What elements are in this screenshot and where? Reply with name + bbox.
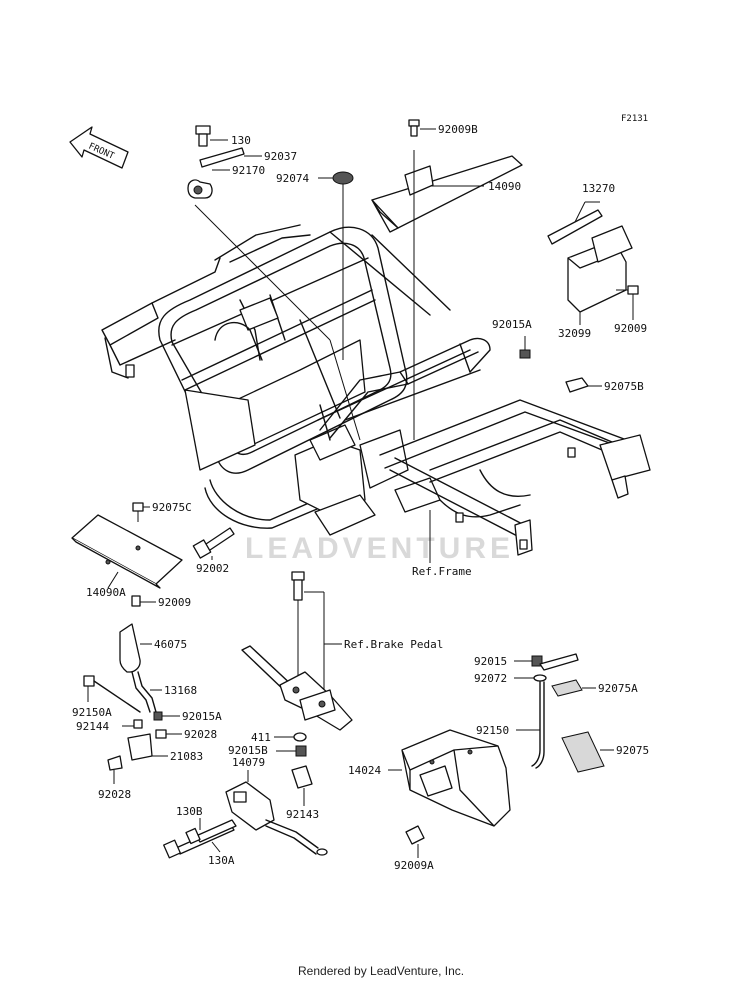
label-92015B: 92015B — [228, 744, 268, 757]
front-arrow-icon: FRONT — [69, 126, 129, 169]
cap-92074-icon — [318, 171, 354, 360]
label-92143: 92143 — [286, 808, 319, 821]
shift-lever-13168-icon — [131, 671, 162, 713]
label-32099: 32099 — [558, 327, 591, 340]
label-14090: 14090 — [488, 180, 521, 193]
label-92075C: 92075C — [152, 501, 192, 514]
label-92028-b: 92028 — [98, 788, 131, 801]
rod-92150-icon — [516, 681, 545, 769]
label-ref-frame: Ref.Frame — [412, 565, 472, 578]
bracket-92037-icon — [199, 147, 262, 168]
frame-assembly — [101, 224, 651, 556]
label-92009B: 92009B — [438, 123, 478, 136]
plate-14090A-icon — [71, 514, 183, 589]
bolt-92002-icon — [192, 527, 235, 560]
bolt-top-brake-icon — [291, 571, 342, 700]
label-92072: 92072 — [474, 672, 507, 685]
label-ref-brake-pedal: Ref.Brake Pedal — [344, 638, 443, 651]
label-92075B: 92075B — [604, 380, 644, 393]
screw-92009A-icon — [405, 825, 425, 858]
label-13270: 13270 — [582, 182, 615, 195]
pad-92075-icon — [561, 731, 614, 773]
label-92002: 92002 — [196, 562, 229, 575]
label-92075: 92075 — [616, 744, 649, 757]
nut-92015-icon — [514, 653, 579, 671]
label-13168: 13168 — [164, 684, 197, 697]
screw-92009-left-icon — [131, 595, 156, 607]
label-46075: 46075 — [154, 638, 187, 651]
label-92075A: 92075A — [598, 682, 638, 695]
figure-code: F2131 — [621, 114, 648, 124]
label-14090A: 14090A — [86, 586, 126, 599]
cap-92028-b-icon — [107, 755, 123, 784]
clip-92144-icon — [122, 719, 143, 729]
cap-92028-a-icon — [155, 729, 182, 739]
lever-14079-icon — [225, 770, 328, 856]
brake-lever-assembly-icon — [241, 645, 353, 731]
label-92015: 92015 — [474, 655, 507, 668]
label-21083: 21083 — [170, 750, 203, 763]
screw-92009-top-icon — [616, 285, 639, 320]
washer-411-icon — [274, 732, 307, 742]
label-130: 130 — [231, 134, 251, 147]
label-92074: 92074 — [276, 172, 309, 185]
label-130B: 130B — [176, 805, 203, 818]
label-14079: 14079 — [232, 756, 265, 769]
cover-14024-icon — [388, 729, 511, 827]
label-92037: 92037 — [264, 150, 297, 163]
link-21083-icon — [127, 733, 168, 761]
nut-92015A-top-icon — [519, 336, 531, 359]
watermark: LEADVENTURE — [245, 532, 514, 565]
box-32099-icon — [567, 225, 633, 325]
pad-92075B-icon — [565, 377, 602, 393]
bolt-130-icon — [195, 125, 228, 147]
cover-plate-14090-icon — [371, 155, 523, 233]
label-92170: 92170 — [232, 164, 265, 177]
label-92009-left: 92009 — [158, 596, 191, 609]
label-92150: 92150 — [476, 724, 509, 737]
label-92009-top: 92009 — [614, 322, 647, 335]
screw-92009B-icon — [408, 119, 436, 137]
spacer-92143-icon — [291, 765, 313, 806]
bolt-92150A-icon — [83, 675, 141, 713]
label-92150A: 92150A — [72, 706, 112, 719]
nut-92015B-icon — [276, 745, 307, 757]
label-92015A-bottom: 92015A — [182, 710, 222, 723]
pad-92075A-icon — [551, 679, 596, 697]
shift-knob-46075-icon — [119, 623, 152, 673]
clip-92072-icon — [514, 674, 547, 682]
label-130A: 130A — [208, 854, 235, 867]
label-92015A-top: 92015A — [492, 318, 532, 331]
label-92009A: 92009A — [394, 859, 434, 872]
label-92144: 92144 — [76, 720, 109, 733]
nut-92015A-bottom-icon — [153, 711, 180, 721]
cap-92075C-icon — [132, 502, 150, 522]
label-92028-a: 92028 — [184, 728, 217, 741]
footer-credit: Rendered by LeadVenture, Inc. — [298, 964, 464, 978]
bolt-130A-icon — [185, 819, 237, 853]
bracket-13270-icon — [547, 201, 603, 245]
clamp-92170-icon — [187, 169, 230, 199]
label-411: 411 — [251, 731, 271, 744]
label-14024: 14024 — [348, 764, 381, 777]
